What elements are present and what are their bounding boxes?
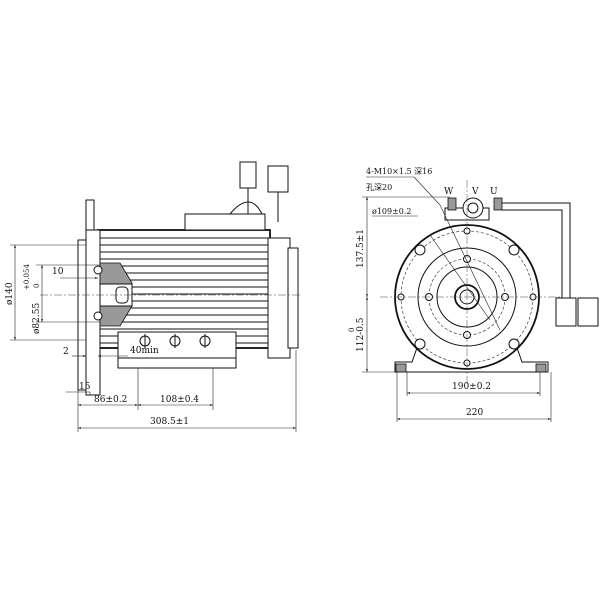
hole: [414, 244, 426, 256]
foot-hole-spacing-label: 190±0.2: [452, 382, 491, 392]
overall-length-label: 308.5±1: [150, 417, 189, 427]
motor-body: [77, 161, 299, 396]
lifting-pin: [85, 199, 95, 231]
front-view-dimensions: W V U 4-M10×1.5 深16 孔深20 ø109±0.2 137.5±…: [348, 167, 552, 422]
dim-40min-label: 40min: [130, 346, 159, 356]
dim-10-label: 10: [52, 267, 64, 277]
terminal-bolt-icon: [139, 334, 211, 348]
end-cap: [267, 237, 291, 359]
hole: [414, 338, 426, 350]
thread-note: 4-M10×1.5 深16: [366, 167, 432, 176]
connector-1: [239, 161, 257, 189]
flange-diameter-label: ø140: [5, 282, 15, 305]
pitch-circle-label: ø109±0.2: [372, 207, 412, 216]
spigot-tol-upper: +0.054: [23, 264, 31, 290]
hole: [508, 338, 520, 350]
lifting-eye: [462, 197, 484, 219]
phase-w-label: W: [444, 187, 454, 197]
hole: [508, 244, 520, 256]
phase-v-label: V: [471, 187, 479, 197]
dim-108-label: 108±0.4: [160, 395, 199, 405]
height-lower-label: 112-0.5: [356, 317, 366, 352]
height-upper-label: 137.5±1: [356, 229, 366, 268]
side-view: ø140 ø82.55 +0.054 0 10 2 40min 15 86±0.…: [5, 161, 300, 432]
spigot-tol-lower: 0: [33, 284, 41, 288]
terminal-block: [184, 213, 266, 231]
spigot-diameter-label: ø82.55: [32, 303, 42, 334]
connector-left: [555, 297, 577, 327]
dim-2-label: 2: [63, 347, 69, 357]
height-lower-tol: 0: [348, 328, 356, 332]
side-view-dimensions: ø140 ø82.55 +0.054 0 10 2 40min 15 86±0.…: [5, 244, 300, 432]
foot-width-label: 220: [466, 408, 483, 418]
phase-u-label: U: [490, 187, 498, 197]
front-view: W V U 4-M10×1.5 深16 孔深20 ø109±0.2 137.5±…: [348, 167, 599, 422]
connector-right: [577, 297, 599, 327]
connector-2: [267, 165, 289, 193]
motor-end-face: [380, 180, 599, 385]
hole-depth-note: 孔深20: [366, 183, 392, 192]
dim-15-label: 15: [79, 382, 91, 392]
dim-86-label: 86±0.2: [94, 395, 127, 405]
